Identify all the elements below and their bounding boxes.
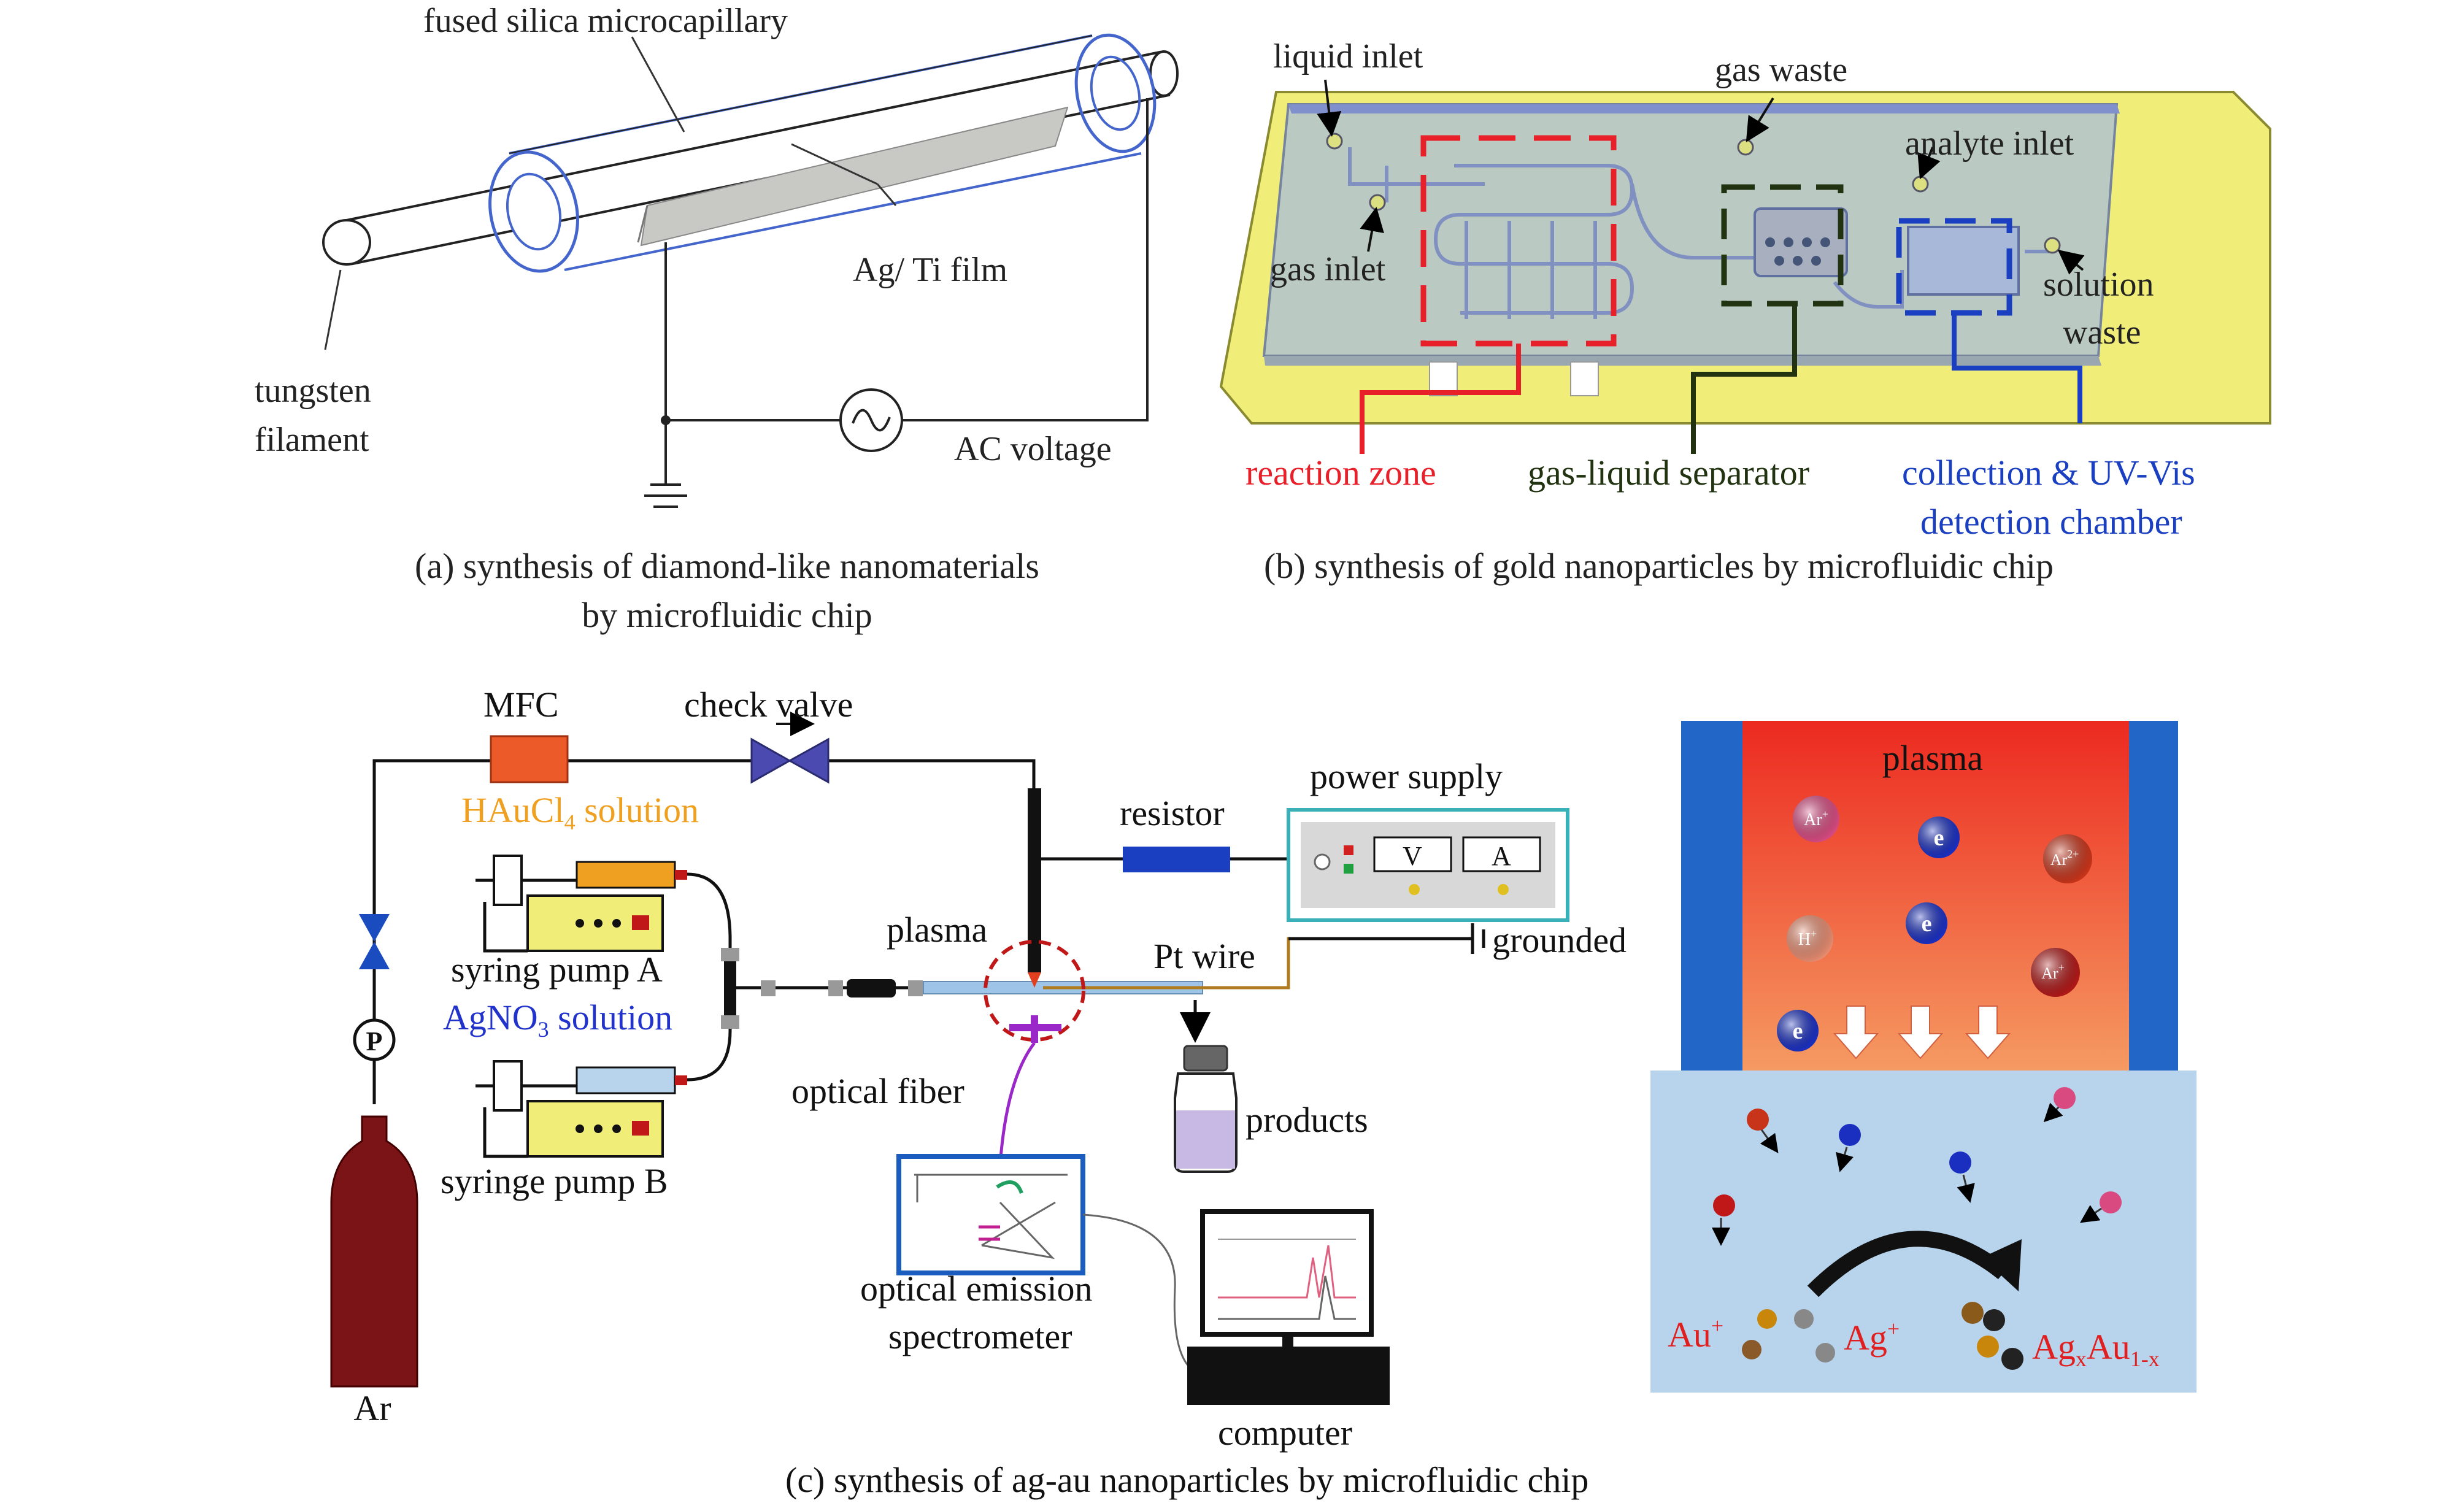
- filament-label-1: tungsten: [255, 372, 371, 410]
- collection-label-1: collection & UV-Vis: [1902, 453, 2195, 493]
- syringe-pump-a: [475, 855, 687, 953]
- caption-c: (c) synthesis of ag-au nanoparticles by …: [785, 1460, 1588, 1500]
- svg-text:H+: H+: [1798, 928, 1817, 949]
- svg-text:e: e: [1934, 825, 1944, 851]
- separator-label: gas-liquid separator: [1528, 453, 1809, 493]
- ion-electron-3: e: [1777, 1010, 1819, 1051]
- solution-waste-label-1: solution: [2043, 266, 2154, 304]
- optical-fiber-label: optical fiber: [791, 1071, 964, 1111]
- grounded-label: grounded: [1492, 920, 1627, 960]
- mfc-box: [490, 735, 569, 783]
- pressure-gauge-icon: [353, 1018, 396, 1061]
- svg-text:e: e: [1793, 1018, 1803, 1044]
- power-supply-label: power supply: [1310, 756, 1503, 796]
- spectrometer-box: [896, 1154, 1085, 1275]
- computer-monitor: [1200, 1209, 1374, 1337]
- ion-ar-plus-2: Ar+: [2031, 948, 2080, 997]
- capillary-label: fused silica microcapillary: [423, 2, 788, 40]
- pressure-label: P: [366, 1026, 383, 1056]
- svg-text:Ar2+: Ar2+: [2050, 848, 2079, 869]
- panel-a: fused silica microcapillary Ag/ Ti film …: [255, 2, 1179, 635]
- caption-a-2: by microfluidic chip: [582, 595, 872, 635]
- computer-label: computer: [1218, 1413, 1352, 1453]
- plasma-label: plasma: [887, 910, 987, 950]
- ag-ion-label: Ag+: [1844, 1317, 1900, 1358]
- ion-h-plus: H+: [1787, 915, 1833, 962]
- plasma-reaction-panel: plasma Ar+ e Ar2+ H+ e Ar+ e: [1650, 721, 2196, 1393]
- gas-valve-icon: [359, 914, 390, 969]
- gas-inlet-label: gas inlet: [1270, 250, 1386, 288]
- spectrometer-label-1: optical emission: [860, 1269, 1093, 1309]
- pump-b-label: syringe pump B: [441, 1161, 668, 1201]
- film-label: Ag/ Ti film: [853, 251, 1007, 289]
- caption-a-1: (a) synthesis of diamond-like nanomateri…: [415, 546, 1039, 586]
- ion-ar-2plus: Ar2+: [2043, 834, 2092, 883]
- resistor-box: [1123, 847, 1230, 872]
- ag-solution-label: AgNO3 solution: [443, 998, 672, 1042]
- panel-b: liquid inlet gas waste analyte inlet gas…: [1219, 37, 2271, 586]
- au-ion-label: Au+: [1668, 1313, 1723, 1355]
- check-valve-icon: [750, 737, 830, 784]
- syringe-pump-b: [475, 1060, 687, 1158]
- product-label: AgxAu1-x: [2032, 1327, 2160, 1371]
- ar-cylinder: [330, 1115, 418, 1388]
- liquid-inlet-label: liquid inlet: [1273, 37, 1423, 75]
- mfc-label: MFC: [483, 685, 559, 725]
- amp-label: A: [1492, 841, 1511, 871]
- plasma-title: plasma: [1882, 738, 1983, 778]
- panel-c: P Ar: [330, 685, 1627, 1500]
- products-label: products: [1245, 1100, 1368, 1140]
- solution-waste-label-2: waste: [2063, 313, 2141, 352]
- svg-text:Ar+: Ar+: [2041, 961, 2065, 982]
- caption-b: (b) synthesis of gold nanoparticles by m…: [1264, 546, 2054, 586]
- ac-voltage-label: AC voltage: [954, 430, 1112, 468]
- pt-wire-label: Pt wire: [1153, 936, 1255, 976]
- svg-text:e: e: [1922, 911, 1932, 937]
- volt-label: V: [1403, 841, 1422, 871]
- ion-ar-plus: Ar+: [1793, 796, 1839, 842]
- hau-solution-label: HAuCl4 solution: [461, 790, 699, 834]
- check-valve-label: check valve: [684, 685, 853, 725]
- ion-electron-2: e: [1906, 902, 1947, 944]
- svg-text:Ar+: Ar+: [1804, 808, 1828, 829]
- pump-a-label: syring pump A: [451, 950, 663, 990]
- reaction-zone-label: reaction zone: [1245, 453, 1436, 493]
- resistor-label: resistor: [1120, 793, 1225, 833]
- collection-label-2: detection chamber: [1920, 502, 2182, 542]
- ar-label: Ar: [353, 1388, 391, 1428]
- spectrometer-label-2: spectrometer: [888, 1317, 1072, 1356]
- ion-electron-1: e: [1918, 817, 1960, 858]
- filament-label-2: filament: [255, 421, 369, 459]
- gas-waste-label: gas waste: [1715, 51, 1847, 89]
- analyte-inlet-label: analyte inlet: [1905, 125, 2074, 163]
